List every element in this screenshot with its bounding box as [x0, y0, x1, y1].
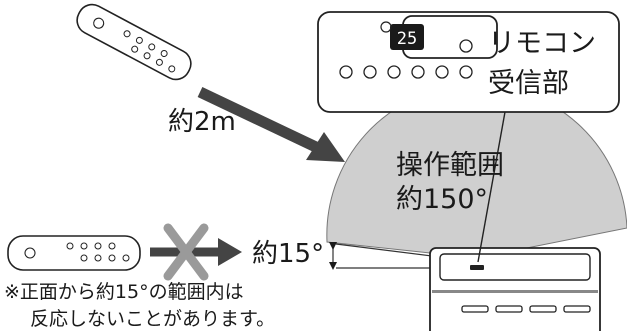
power-button-icon	[339, 65, 353, 79]
callout-title-line1: リモコン	[488, 28, 596, 59]
unit-receiver-window	[470, 265, 484, 270]
receiver-callout: 25 リモコン 受信部	[317, 11, 620, 113]
callout-leader-line	[477, 111, 506, 263]
main-unit	[429, 247, 601, 331]
vertical-angle-label: 約15°	[252, 239, 324, 269]
signal-arrow-head	[306, 132, 345, 162]
mode-button-icon	[363, 65, 377, 79]
signal-arrow-shaft	[197, 87, 321, 153]
display-value: 25	[397, 29, 417, 49]
receiver-sensor-icon	[380, 21, 392, 33]
timer-button-icon	[459, 65, 473, 79]
swing-button-icon	[435, 65, 449, 79]
range-angle-label: 約150°	[396, 184, 488, 215]
operation-button-icon	[459, 39, 473, 53]
remote-control-bottom	[7, 235, 141, 271]
blocked-signal-arrow	[150, 223, 242, 281]
note-line2: 反応しないことがあります。	[30, 308, 275, 330]
up-button-icon	[411, 65, 425, 79]
down-button-icon	[387, 65, 401, 79]
note-line1: ※正面から約15°の範囲内は	[4, 281, 244, 303]
distance-label: 約2m	[168, 107, 236, 137]
remote-control-top	[76, 3, 192, 81]
callout-title-line2: 受信部	[488, 68, 569, 99]
range-title: 操作範囲	[396, 150, 504, 181]
